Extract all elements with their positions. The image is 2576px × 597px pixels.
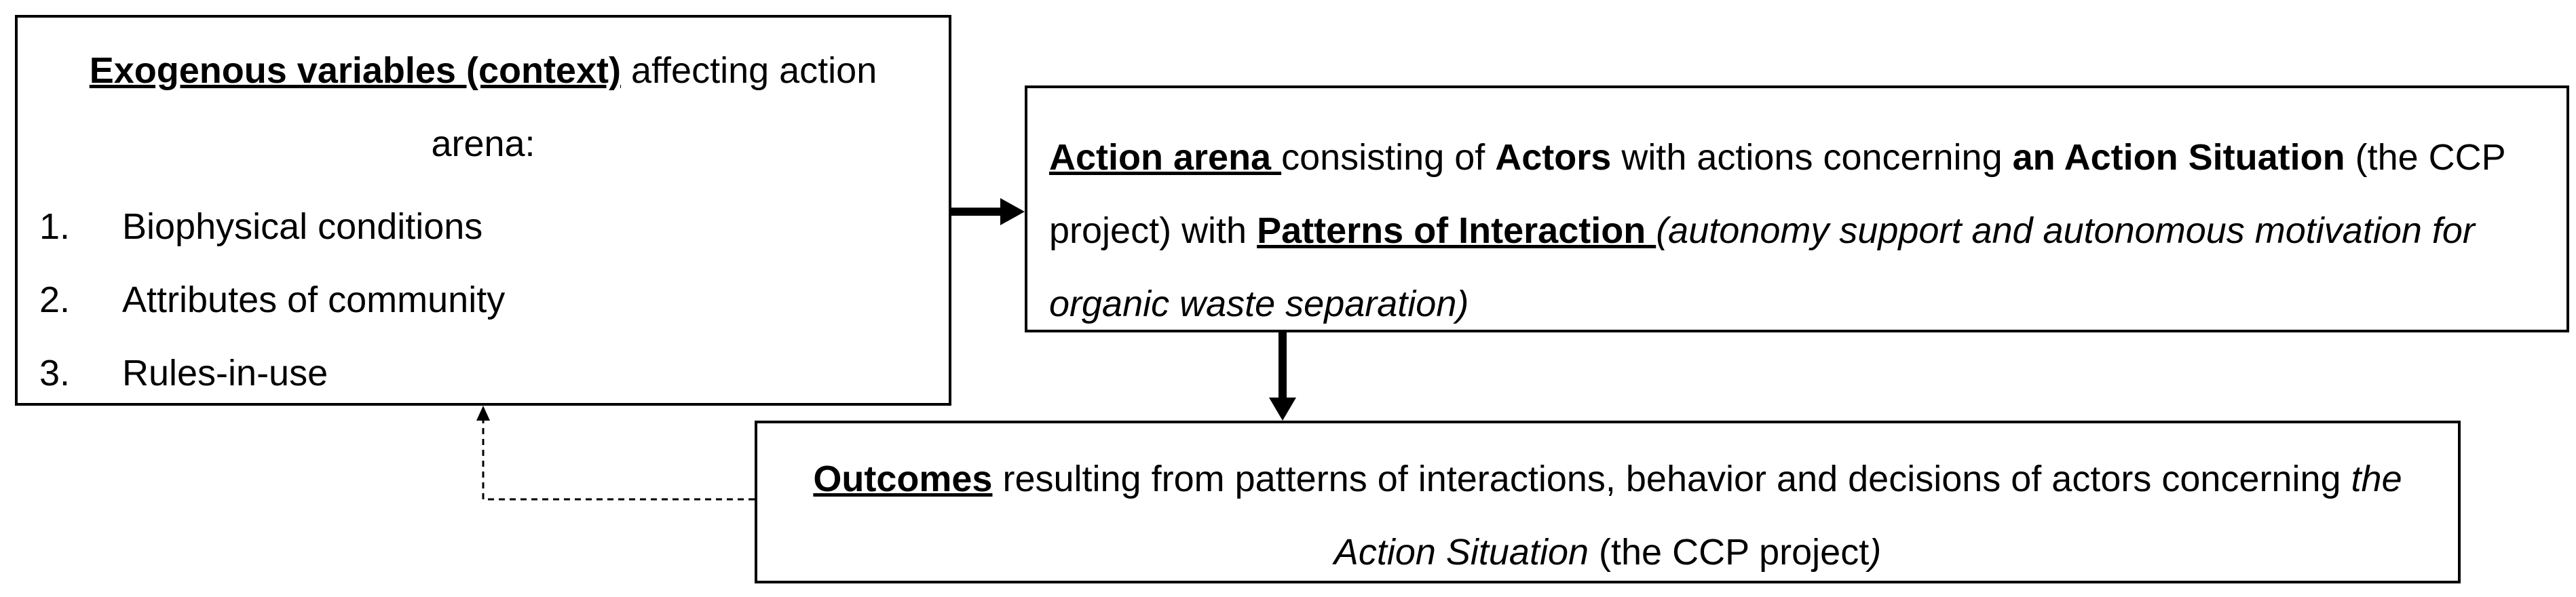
exogenous-heading: Exogenous variables (context) affecting …: [45, 34, 922, 180]
exogenous-list: 1. Biophysical conditions 2. Attributes of…: [39, 190, 505, 410]
feedback-arrow-outcomes-to-exogenous: [482, 418, 755, 501]
list-item: 1. Biophysical conditions: [39, 190, 505, 263]
outcomes-text-1: resulting from patterns of interactions,…: [992, 459, 2351, 499]
actors-term: Actors: [1495, 137, 1612, 178]
exogenous-title: Exogenous variables (context): [89, 50, 621, 91]
list-item: 3. Rules-in-use: [39, 336, 505, 410]
action-arena-text-1: consisting of: [1281, 137, 1496, 178]
outcomes-situation-term: the Action Situation: [1333, 459, 2402, 573]
outcomes-title: Outcomes: [813, 459, 993, 499]
exogenous-title-suffix: affecting action arena:: [431, 50, 877, 164]
list-item: 2. Attributes of community: [39, 263, 505, 336]
action-arena-title: Action arena: [1049, 137, 1282, 178]
outcomes-text: Outcomes resulting from patterns of inte…: [784, 442, 2431, 589]
action-arena-text-3: (the CCP project) with: [1049, 137, 2505, 251]
list-item-number: 2.: [39, 280, 71, 320]
action-arena-text-2: with actions concerning: [1611, 137, 2013, 178]
arrowhead-action-to-outcomes: [1269, 398, 1296, 421]
patterns-of-interaction-term: Patterns of Interaction: [1257, 210, 1656, 251]
action-situation-term: an Action Situation: [2012, 137, 2345, 178]
outcomes-text-2: (the CCP project: [1589, 532, 1870, 573]
list-item-label: Rules-in-use: [122, 353, 328, 393]
action-arena-box: Action arena consisting of Actors with a…: [1025, 85, 2569, 332]
outcomes-close-paren: ): [1869, 532, 1882, 573]
patterns-detail: (autonomy support and autonomous motivat…: [1049, 210, 2475, 324]
exogenous-variables-box: Exogenous variables (context) affecting …: [15, 15, 951, 406]
list-item-label: Attributes of community: [122, 280, 506, 320]
list-item-label: Biophysical conditions: [122, 206, 483, 247]
list-item-number: 1.: [39, 206, 71, 247]
action-arena-text: Action arena consisting of Actors with a…: [1049, 121, 2550, 341]
arrowhead-feedback: [476, 406, 490, 421]
arrowhead-exogenous-to-action: [1000, 198, 1025, 225]
list-item-number: 3.: [39, 353, 71, 393]
outcomes-box: Outcomes resulting from patterns of inte…: [755, 421, 2461, 583]
